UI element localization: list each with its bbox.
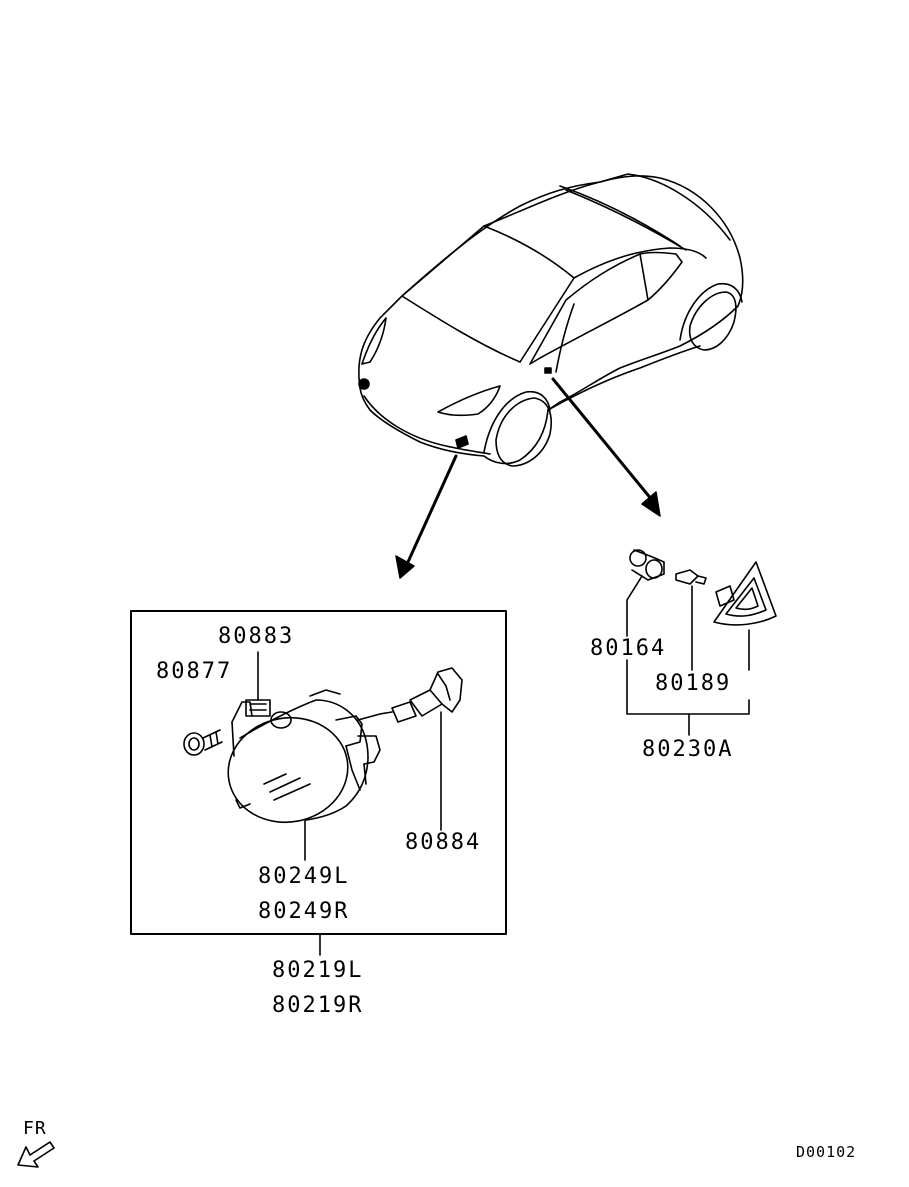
fog-lamp-icon bbox=[220, 690, 392, 832]
part-label-80249L: 80249L bbox=[258, 864, 350, 889]
part-label-80249R: 80249R bbox=[258, 899, 350, 924]
fog-lamp-callout-arrow bbox=[396, 456, 456, 578]
part-label-80884: 80884 bbox=[405, 830, 482, 855]
side-marker-lamp-icon bbox=[714, 562, 776, 625]
wedge-bulb-icon bbox=[676, 570, 706, 584]
part-label-80219R: 80219R bbox=[272, 993, 364, 1018]
part-label-80189: 80189 bbox=[655, 671, 732, 696]
fog-lamp-assembly-box bbox=[131, 611, 506, 934]
side-leader-lines bbox=[627, 576, 749, 735]
diagram-code: D00102 bbox=[796, 1143, 857, 1161]
part-label-80877: 80877 bbox=[156, 659, 233, 684]
part-label-80230A: 80230A bbox=[642, 737, 734, 762]
front-direction-arrow-icon bbox=[18, 1142, 54, 1167]
car-illustration bbox=[359, 174, 743, 466]
leader-lines bbox=[258, 652, 441, 955]
screw-icon bbox=[184, 730, 222, 755]
direction-label: FR bbox=[23, 1118, 47, 1139]
clip-icon bbox=[246, 700, 270, 716]
part-label-80164: 80164 bbox=[590, 636, 667, 661]
part-label-80883: 80883 bbox=[218, 624, 295, 649]
side-marker-callout-arrow bbox=[553, 379, 660, 516]
part-label-80219L: 80219L bbox=[272, 958, 364, 983]
socket-icon bbox=[630, 550, 664, 580]
bulb-icon bbox=[392, 668, 462, 722]
